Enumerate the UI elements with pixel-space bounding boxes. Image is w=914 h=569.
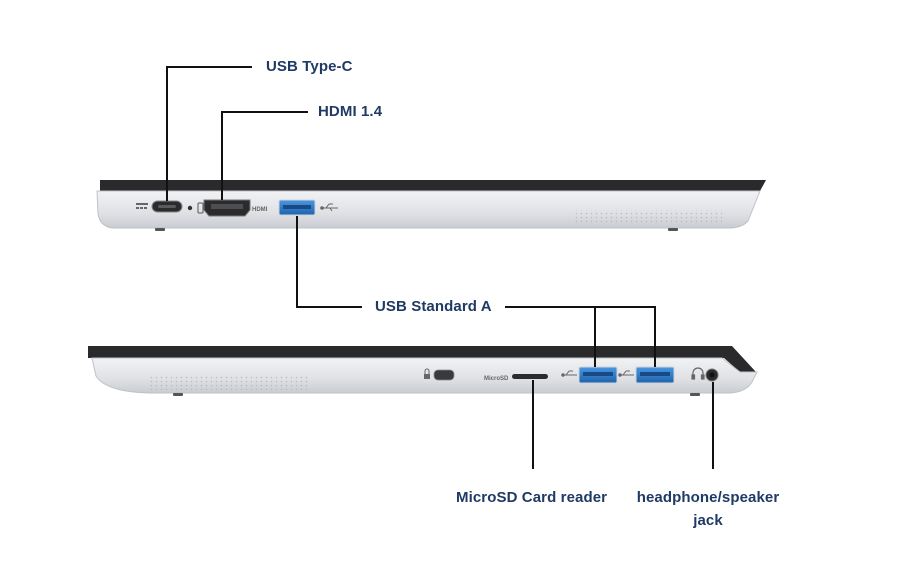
- usb-a-tongue: [640, 372, 670, 376]
- microsd-marking: MicroSD: [484, 376, 509, 382]
- label-headphone-line2: jack: [693, 512, 723, 529]
- hdmi-port-inner: [211, 204, 243, 209]
- label-usb-type-c: USB Type-C: [266, 58, 353, 75]
- label-hdmi: HDMI 1.4: [318, 103, 383, 120]
- rubber-foot: [690, 393, 700, 396]
- laptop-right-side: MicroSD: [88, 346, 758, 396]
- microsd-card-slot: [512, 374, 548, 379]
- laptop-left-side: HDMI: [96, 180, 766, 231]
- callout-usb-type-c: [166, 66, 252, 201]
- usb-a-tongue: [583, 372, 613, 376]
- rubber-foot: [668, 228, 678, 231]
- hdmi-marking: HDMI: [252, 207, 268, 213]
- lock-icon: [424, 368, 430, 379]
- headphone-jack-hole: [709, 372, 715, 378]
- headphone-icon: [691, 367, 705, 380]
- vent-grille: [150, 376, 310, 390]
- status-led-icon: [187, 205, 193, 211]
- label-microsd-card-reader: MicroSD Card reader: [456, 489, 608, 506]
- callout-hdmi: [221, 111, 308, 200]
- usb-symbol-icon: [618, 370, 634, 377]
- usb-symbol-icon: [561, 370, 577, 377]
- label-headphone-line1: headphone/speaker: [636, 489, 780, 506]
- usb-symbol-icon: [320, 203, 338, 212]
- label-headphone-jack: headphone/speaker jack: [632, 489, 784, 529]
- callout-usb-a-left: [296, 216, 362, 308]
- vent-grille: [575, 210, 725, 224]
- security-lock-slot: [433, 369, 455, 381]
- lid-bezel: [100, 180, 766, 193]
- lid-bezel: [88, 346, 756, 372]
- usb-a-tongue: [283, 205, 311, 209]
- callout-usb-a-right-2: [505, 306, 656, 367]
- callout-lines: [166, 66, 714, 469]
- rubber-foot: [155, 228, 165, 231]
- usb-type-c-tongue: [158, 205, 176, 208]
- rubber-foot: [173, 393, 183, 396]
- power-delivery-icon: [136, 203, 148, 209]
- battery-icon: [197, 202, 204, 214]
- label-usb-standard-a: USB Standard A: [375, 298, 492, 315]
